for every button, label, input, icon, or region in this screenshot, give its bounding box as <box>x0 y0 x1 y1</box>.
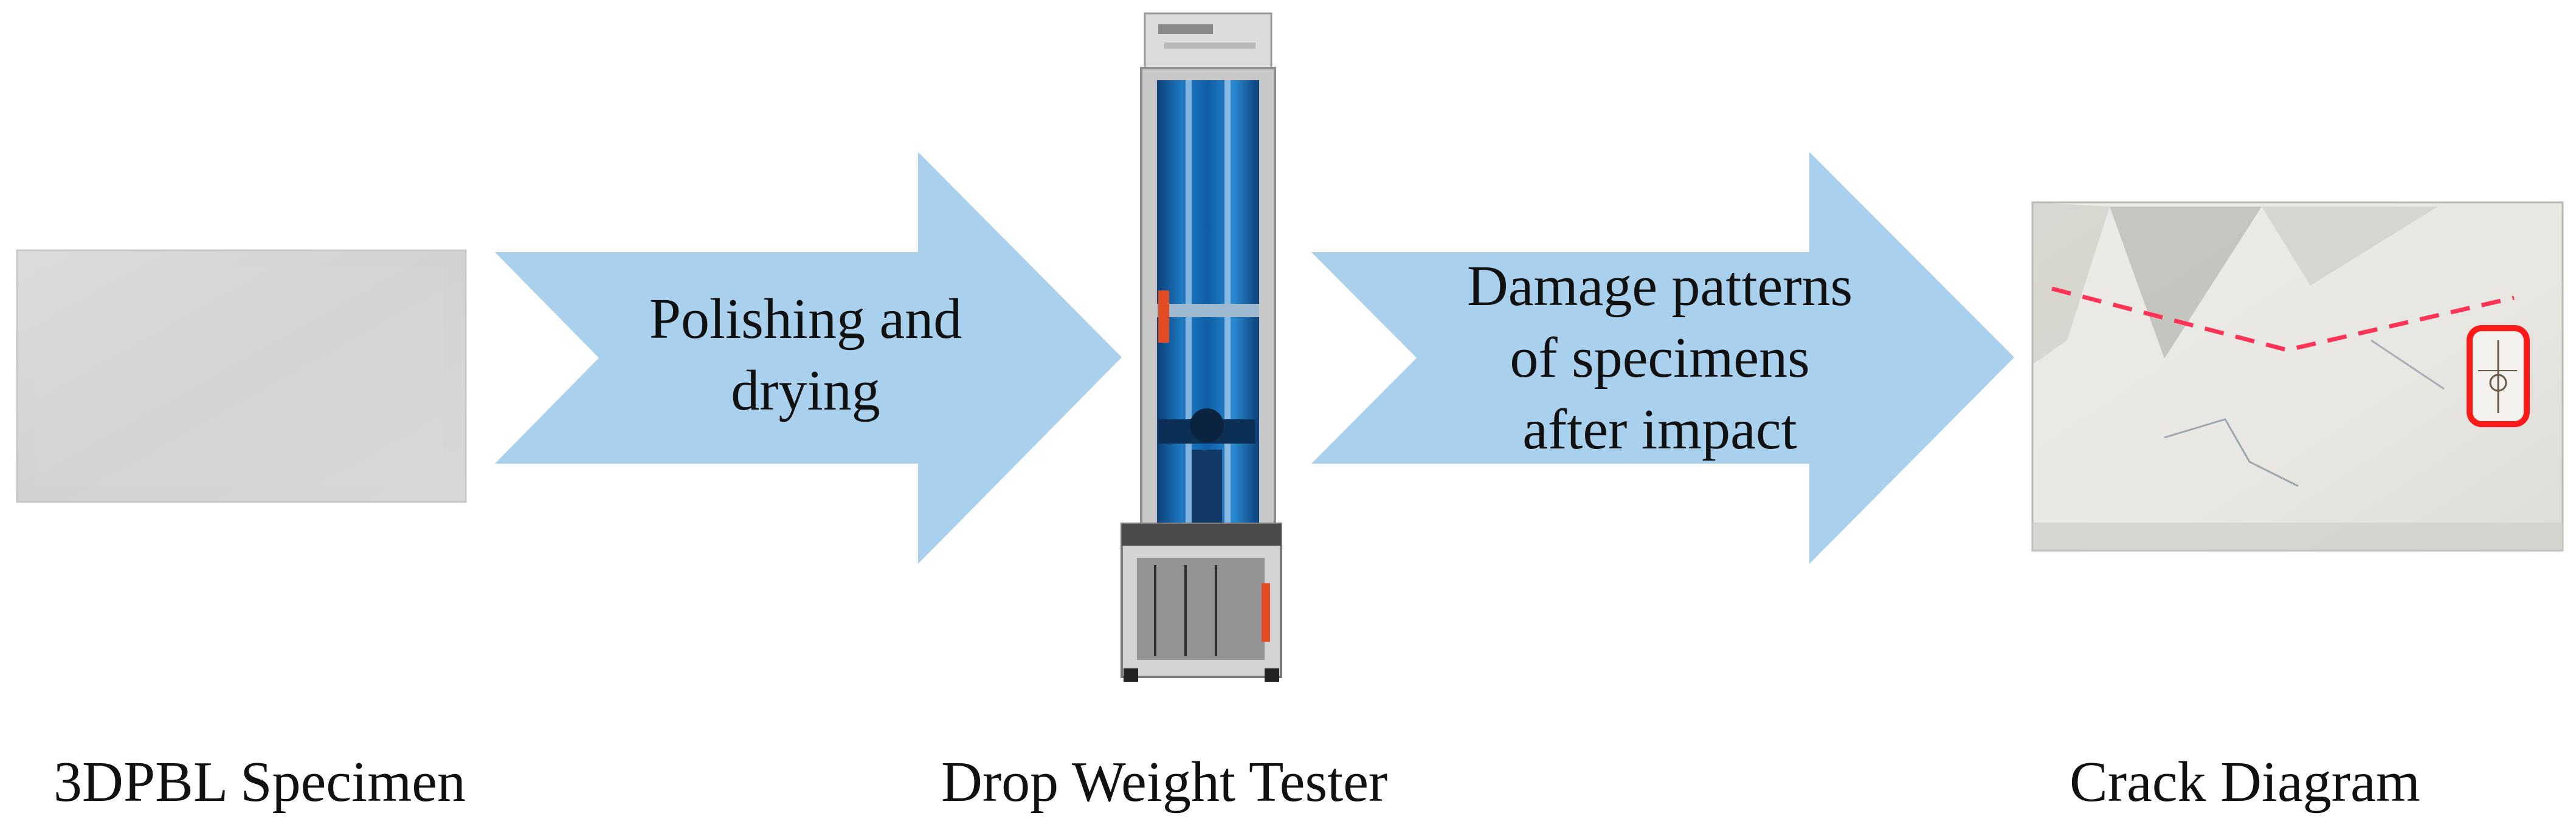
crack-diagram-image <box>2031 201 2564 552</box>
arrow-2-line-3: after impact <box>1522 398 1797 461</box>
specimen-caption: 3DPBL Specimen <box>54 750 466 814</box>
arrow-1-line-1: Polishing and <box>649 287 962 351</box>
crack-caption: Crack Diagram <box>2070 750 2420 814</box>
arrow-1-line-2: drying <box>731 359 880 422</box>
arrow-1-shape <box>495 152 1122 564</box>
specimen-image <box>16 249 467 503</box>
arrow-2-label: Damage patterns of specimens after impac… <box>1398 250 1921 465</box>
tester-caption: Drop Weight Tester <box>941 750 1388 814</box>
arrow-1-label: Polishing and drying <box>584 283 1027 427</box>
arrow-2-line-2: of specimens <box>1510 326 1810 389</box>
drop-weight-tester-image <box>1121 12 1282 682</box>
arrow-2-shape <box>1311 152 2014 564</box>
arrow-2-line-1: Damage patterns <box>1466 255 1853 318</box>
